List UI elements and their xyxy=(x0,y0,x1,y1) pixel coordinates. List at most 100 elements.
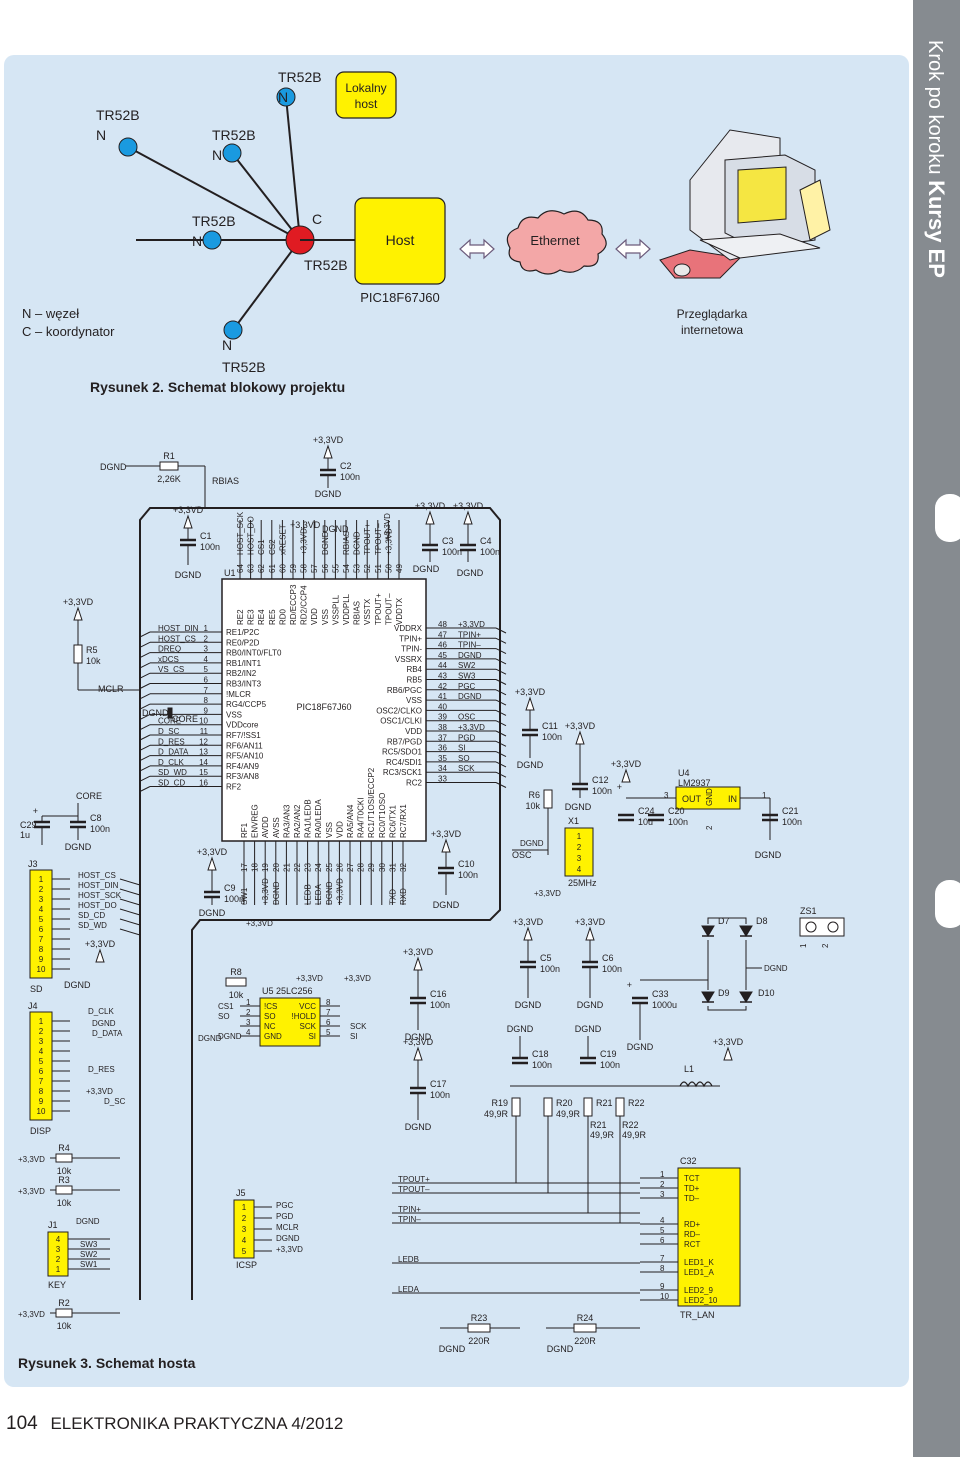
cap-value: 1u xyxy=(20,830,30,840)
cap-ref: C10 xyxy=(458,859,475,869)
pin-number: 37 xyxy=(438,733,447,742)
pin-number: 13 xyxy=(199,748,208,757)
resistor-value: 10k xyxy=(86,656,101,666)
net-label: DGND xyxy=(458,692,482,701)
power-label: +3,3VD xyxy=(453,501,484,511)
ground-label: DGND xyxy=(322,524,349,534)
pin-name: LED2_9 xyxy=(684,1286,713,1295)
pin-number: 56 xyxy=(321,564,330,573)
pin-name: SI xyxy=(308,1032,316,1041)
pin-number: 35 xyxy=(438,754,447,763)
ground-label: DGND xyxy=(764,964,788,973)
pin-number: 40 xyxy=(438,702,447,711)
ground-label: DGND xyxy=(315,489,342,499)
net-label: DGND xyxy=(458,651,482,660)
diode-ref: D10 xyxy=(758,988,775,998)
pin-number: 28 xyxy=(357,863,366,872)
pin-name: RE5 xyxy=(268,609,277,625)
pin-name: RF7/!SS1 xyxy=(226,731,261,740)
cap-value: 100n xyxy=(668,817,688,827)
inductor-l1 xyxy=(679,1081,713,1088)
connector-label: KEY xyxy=(48,1280,66,1290)
resistor-value: 2,26K xyxy=(157,474,181,484)
cap-ref: C2 xyxy=(340,461,352,471)
node-N-icon xyxy=(223,320,243,340)
pin-number: 1 xyxy=(762,791,767,800)
power-symbol xyxy=(523,926,533,941)
ground-label: DGND xyxy=(575,1024,602,1034)
pin-name: NC xyxy=(264,1022,276,1031)
cap-value: 100n xyxy=(540,964,560,974)
pin-name: RA0/LEDA xyxy=(314,799,323,838)
node-model: TR52B xyxy=(278,69,322,85)
node-role: N xyxy=(192,233,202,249)
resistor xyxy=(543,789,553,809)
net-label: RXD xyxy=(399,888,408,905)
pin-number: 3 xyxy=(664,791,669,800)
resistor-ref: R1 xyxy=(163,451,175,461)
pin-name: LED1_A xyxy=(684,1268,714,1277)
net-label: CORE xyxy=(76,791,102,801)
net-label: SCK xyxy=(350,1022,367,1031)
net-label: SW3 xyxy=(80,1240,98,1249)
power-symbol xyxy=(207,856,217,871)
diode-ref: D8 xyxy=(756,916,768,926)
cap-ref: C4 xyxy=(480,536,492,546)
pin-number: 2 xyxy=(204,634,209,643)
pin-name: AVSS xyxy=(272,817,281,838)
cap-ref: C20 xyxy=(668,806,685,816)
ground-label: DGND xyxy=(64,980,91,990)
pin-name: RA3/AN3 xyxy=(282,804,291,838)
net-label: HOST_CS xyxy=(158,634,196,643)
cap-ref: C29 xyxy=(20,820,37,830)
mcu-part: PIC18F67J60 xyxy=(296,702,351,712)
power-symbol xyxy=(413,1046,423,1061)
pin-name: RF6/AN11 xyxy=(226,741,263,750)
power-label: +3,3VD xyxy=(246,919,273,928)
keyboard-icon xyxy=(699,233,821,259)
power-label: +3,3VD xyxy=(383,513,392,540)
net-label: SD_CD xyxy=(158,779,185,788)
power-symbol xyxy=(723,1046,733,1061)
pin-number: 19 xyxy=(261,863,270,872)
net-label: SD_WD xyxy=(78,921,107,930)
power-label: +3,3VD xyxy=(403,947,434,957)
cap-ref: C3 xyxy=(442,536,454,546)
pin-name: OSC2/CLKO xyxy=(376,706,422,715)
ground-label: DGND xyxy=(413,564,440,574)
connector-pin: 6 xyxy=(39,1067,44,1076)
pin-number: 4 xyxy=(246,1028,251,1037)
bus-entry xyxy=(139,744,151,751)
resistor-ref: R3 xyxy=(58,1175,70,1185)
connector-ref: J3 xyxy=(28,859,38,869)
pin-name: RC1/T1OSI/ECCP2 xyxy=(367,767,376,838)
resistor xyxy=(583,1097,593,1117)
pin-name: VSS xyxy=(325,822,334,838)
pin-number: 2 xyxy=(660,1180,665,1189)
pin-number: 39 xyxy=(438,713,447,722)
regulator-part: LM2937 xyxy=(678,778,711,788)
crystal-pin: 2 xyxy=(577,843,582,852)
crystal-pin: 4 xyxy=(577,865,582,874)
power-symbol xyxy=(73,606,83,621)
resistor-value: 10k xyxy=(57,1321,72,1331)
resistor xyxy=(159,461,179,471)
cap-value: 100n xyxy=(430,1090,450,1100)
terminal-screw-icon xyxy=(827,921,839,933)
resistor-value: 10k xyxy=(229,990,244,1000)
bus-entry xyxy=(495,679,507,685)
power-symbol xyxy=(441,838,451,853)
pin-name: RD2/CCP4 xyxy=(300,585,309,625)
cap-ref: C24 xyxy=(638,806,655,816)
legend-coordinator: C – koordynator xyxy=(22,324,115,339)
net-label: TPOUT+ xyxy=(398,1175,430,1184)
power-symbol xyxy=(585,926,595,941)
pin-number: 42 xyxy=(438,682,447,691)
pin-name: VSSRX xyxy=(395,655,423,664)
node-N-icon xyxy=(222,143,242,163)
cap-value: 100n xyxy=(592,786,612,796)
regulator-pin-name: OUT xyxy=(682,794,702,804)
cap-value: 10u xyxy=(638,817,653,827)
cap-ref: C1 xyxy=(200,531,212,541)
power-label: +3,3VD xyxy=(575,917,606,927)
